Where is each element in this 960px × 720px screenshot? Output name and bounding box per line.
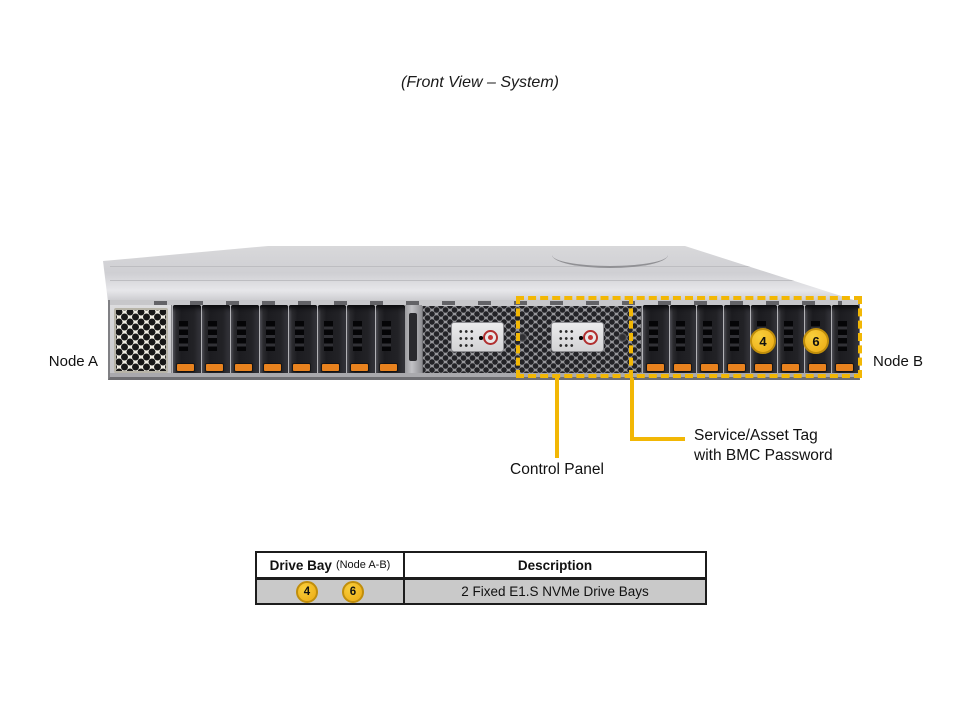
header-node-range-text: (Node A-B) bbox=[335, 559, 391, 571]
drive-bay bbox=[832, 305, 859, 376]
header-drive-bay-text: Drive Bay bbox=[269, 557, 332, 573]
node-a-drive-bays bbox=[172, 305, 405, 376]
top-cover-handle-indent bbox=[552, 253, 668, 268]
service-tag-label-line1: Service/Asset Tag bbox=[694, 427, 818, 444]
bay-vent-holes bbox=[353, 321, 363, 351]
table-cell-bay-badges: 4 6 bbox=[257, 580, 405, 603]
bay-latch bbox=[293, 364, 310, 371]
bay-latch bbox=[205, 364, 223, 371]
service-tag-label-line2: with BMC Password bbox=[694, 446, 833, 464]
figure-title: (Front View – System) bbox=[401, 74, 559, 91]
bay-latch bbox=[322, 364, 340, 371]
bay-latch bbox=[234, 364, 252, 371]
uid-button-icon bbox=[618, 333, 627, 342]
bay-latch bbox=[755, 364, 772, 371]
status-led-icons bbox=[557, 327, 574, 348]
bay-latch bbox=[176, 364, 194, 371]
power-button-icon bbox=[483, 330, 498, 345]
drive-bay bbox=[318, 305, 347, 376]
bay-vent-holes bbox=[324, 321, 334, 351]
drive-bay bbox=[289, 305, 318, 376]
service-tag-callout-line-horizontal bbox=[630, 437, 685, 441]
bay-latch bbox=[700, 364, 718, 371]
node-release-lever bbox=[405, 305, 422, 376]
drive-bay bbox=[201, 305, 230, 376]
bay-latch bbox=[727, 364, 745, 371]
drive-bay-spec-table: Drive Bay (Node A-B) Description 4 6 2 F… bbox=[255, 551, 707, 605]
drive-bay bbox=[376, 305, 405, 376]
drive-bay bbox=[669, 305, 696, 376]
bay-latch bbox=[646, 364, 664, 371]
drive-bay bbox=[642, 305, 669, 376]
chassis-front-face bbox=[108, 300, 860, 380]
perforated-vent-plate bbox=[114, 308, 168, 373]
bay-vent-holes bbox=[729, 321, 739, 351]
bay-vent-holes bbox=[382, 321, 392, 351]
drive-bay bbox=[230, 305, 259, 376]
vent-slots bbox=[154, 301, 842, 305]
table-header-row: Drive Bay (Node A-B) Description bbox=[255, 551, 707, 577]
uid-button-icon bbox=[518, 333, 527, 342]
top-cover-seam bbox=[110, 266, 852, 267]
control-panel-node-a bbox=[451, 322, 504, 352]
node-a-label: Node A bbox=[48, 353, 98, 370]
drive-bay bbox=[778, 305, 805, 376]
power-button-icon bbox=[583, 330, 598, 345]
bay-latch bbox=[351, 364, 369, 371]
info-led bbox=[579, 336, 583, 340]
bay-vent-holes bbox=[207, 321, 217, 351]
bay-vent-holes bbox=[838, 321, 848, 351]
bay-vent-holes bbox=[784, 321, 794, 351]
table-badge-4: 4 bbox=[296, 580, 318, 603]
bay-latch bbox=[809, 364, 827, 371]
service-tag-label: Service/Asset Tag with BMC Password bbox=[694, 426, 833, 465]
drive-bay bbox=[696, 305, 723, 376]
bay-vent-holes bbox=[236, 321, 246, 351]
drive-bay bbox=[347, 305, 376, 376]
info-led bbox=[479, 336, 483, 340]
top-cover-seam bbox=[110, 280, 852, 281]
bay-vent-holes bbox=[265, 321, 275, 351]
table-header-drive-bay: Drive Bay (Node A-B) bbox=[257, 553, 405, 577]
left-vent-bezel bbox=[110, 305, 172, 376]
bay-vent-holes bbox=[295, 321, 304, 351]
table-header-description: Description bbox=[517, 557, 593, 573]
bay-latch bbox=[380, 364, 398, 371]
highlight-dashed-divider bbox=[629, 296, 633, 378]
bay-badge-4: 4 bbox=[750, 328, 776, 354]
bay-vent-holes bbox=[702, 321, 712, 351]
drive-bay bbox=[259, 305, 288, 376]
highlight-dashed-outline bbox=[516, 296, 862, 378]
control-panel-node-b bbox=[551, 322, 604, 352]
table-badge-6: 6 bbox=[342, 580, 364, 603]
drive-bay bbox=[172, 305, 201, 376]
table-row: 4 6 2 Fixed E1.S NVMe Drive Bays bbox=[255, 577, 707, 605]
bay-vent-holes bbox=[178, 321, 188, 351]
center-mesh-panel bbox=[422, 306, 642, 376]
bay-latch bbox=[782, 364, 800, 371]
bay-latch bbox=[263, 364, 281, 371]
control-panel-label: Control Panel bbox=[510, 461, 604, 478]
control-panel-callout-line bbox=[555, 374, 559, 458]
chassis-top-cover bbox=[103, 246, 860, 302]
bay-vent-holes bbox=[675, 321, 685, 351]
node-b-label: Node B bbox=[873, 353, 924, 370]
bay-badge-6: 6 bbox=[803, 328, 829, 354]
status-led-icons bbox=[457, 327, 474, 348]
server-chassis-front-view bbox=[100, 244, 862, 380]
front-bottom-rail bbox=[110, 373, 858, 377]
bay-latch bbox=[673, 364, 691, 371]
front-top-rail bbox=[110, 300, 858, 306]
lever-handle bbox=[409, 313, 417, 361]
bay-vent-holes bbox=[648, 321, 658, 351]
drive-bay bbox=[723, 305, 750, 376]
table-cell-description: 2 Fixed E1.S NVMe Drive Bays bbox=[461, 584, 649, 599]
service-tag-callout-line-vertical bbox=[630, 378, 634, 440]
bay-latch bbox=[836, 364, 854, 371]
